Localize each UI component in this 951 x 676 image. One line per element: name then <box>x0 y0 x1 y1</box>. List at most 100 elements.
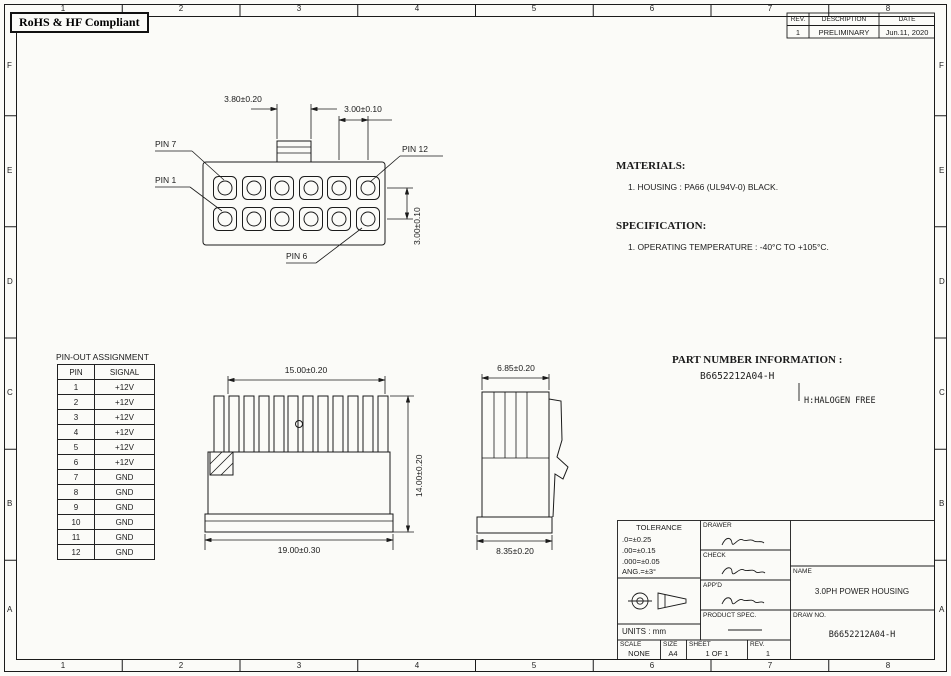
grid-col-label: 2 <box>178 661 184 670</box>
grid-row-label: A <box>939 605 945 614</box>
grid-row-label: B <box>7 499 13 508</box>
table-row: 5+12V <box>57 439 155 455</box>
pin7-label: PIN 7 <box>155 139 177 149</box>
grid-row-label: D <box>7 277 13 286</box>
grid-col-label: 4 <box>414 4 420 13</box>
pinout-cell: +12V <box>94 394 155 410</box>
side-view-drawing <box>476 391 569 534</box>
grid-col-label: 8 <box>885 661 891 670</box>
pin12-label: PIN 12 <box>402 144 428 154</box>
halogen-free-note: H:HALOGEN FREE <box>804 396 876 406</box>
grid-col-label: 8 <box>885 4 891 13</box>
dim-side-bottom: 8.35±0.20 <box>496 546 534 556</box>
sheet-label: SHEET <box>689 641 711 648</box>
grid-col-label: 1 <box>60 4 66 13</box>
table-row: 1+12V <box>57 379 155 395</box>
pinout-cell: 11 <box>57 529 95 545</box>
table-row: 4+12V <box>57 424 155 440</box>
revision-table-grid <box>786 12 935 39</box>
sheet-value: 1 OF 1 <box>705 649 729 658</box>
grid-col-label: 5 <box>531 4 537 13</box>
pinout-cell: 5 <box>57 439 95 455</box>
rev-label: REV. <box>750 641 765 648</box>
check-signature <box>721 567 766 575</box>
appd-signature <box>721 597 765 605</box>
dim-plan-top: 15.00±0.20 <box>284 365 328 375</box>
tolerance-title: TOLERANCE <box>636 523 682 532</box>
rev-table-cell-date: Jun.11, 2020 <box>885 28 929 37</box>
rev-table-header-desc: DESCRIPTION <box>821 16 867 23</box>
pinout-cell: +12V <box>94 439 155 455</box>
size-label: SIZE <box>663 641 678 648</box>
pinout-cell: 1 <box>57 379 95 395</box>
appd-label: APP'D <box>703 582 722 589</box>
draw-no-label: DRAW NO. <box>793 612 826 619</box>
pinout-cell: GND <box>94 514 155 530</box>
pinout-header-pin: PIN <box>57 364 95 380</box>
size-value: A4 <box>668 649 678 658</box>
dim-tab-width: 3.80±0.20 <box>224 94 262 104</box>
pinout-cell: 7 <box>57 469 95 485</box>
rev-table-cell-rev: 1 <box>795 28 801 37</box>
pinout-table-title: PIN-OUT ASSIGNMENT <box>56 352 149 362</box>
dim-pin-pitch-horizontal: 3.00±0.10 <box>344 104 382 114</box>
side-view-dimensions <box>476 374 553 550</box>
pinout-header-signal: SIGNAL <box>94 364 155 380</box>
rev-table-header-rev: REV. <box>790 16 806 23</box>
grid-row-label: F <box>7 61 12 70</box>
part-number-value: B6652212A04-H <box>700 371 775 382</box>
grid-row-label: B <box>939 499 945 508</box>
grid-col-label: 3 <box>296 4 302 13</box>
table-row: 2+12V <box>57 394 155 410</box>
drawer-signature <box>721 537 765 546</box>
materials-title: MATERIALS: <box>616 160 686 172</box>
units-label: UNITS : mm <box>622 627 666 636</box>
dim-pin-pitch-vertical: 3.00±0.10 <box>412 207 422 245</box>
part-number-title: PART NUMBER INFORMATION : <box>672 354 843 366</box>
grid-row-label: D <box>939 277 945 286</box>
projection-symbol-icon <box>628 592 687 610</box>
check-label: CHECK <box>703 552 726 559</box>
pinout-cell: GND <box>94 484 155 500</box>
pinout-table: PIN SIGNAL 1+12V 2+12V 3+12V 4+12V 5+12V… <box>57 364 155 560</box>
plan-view-drawing <box>204 395 394 533</box>
tolerance-line-4: ANG.=±3° <box>622 567 657 576</box>
rev-table-header-date: DATE <box>898 16 916 23</box>
scale-label: SCALE <box>620 641 642 648</box>
border-frame <box>4 4 947 672</box>
pinout-cell: 9 <box>57 499 95 515</box>
tolerance-line-1: .0=±0.25 <box>622 535 652 544</box>
plan-view-dimensions <box>204 376 414 550</box>
dim-plan-side: 14.00±0.20 <box>414 454 424 497</box>
pinout-cell: 10 <box>57 514 95 530</box>
grid-row-label: F <box>939 61 944 70</box>
tolerance-line-2: .00=±0.15 <box>622 546 656 555</box>
tolerance-line-3: .000=±0.05 <box>622 557 660 566</box>
grid-row-label: C <box>7 388 13 397</box>
grid-col-label: 5 <box>531 661 537 670</box>
front-view-drawing <box>202 140 386 246</box>
grid-row-label: E <box>939 166 945 175</box>
grid-col-label: 6 <box>649 4 655 13</box>
grid-row-label: A <box>7 605 13 614</box>
pinout-cell: 3 <box>57 409 95 425</box>
pinout-cell: 4 <box>57 424 95 440</box>
scale-value: NONE <box>628 649 650 658</box>
specification-title: SPECIFICATION: <box>616 220 707 232</box>
dim-plan-bottom: 19.00±0.30 <box>277 545 321 555</box>
compliance-stamp: RoHS & HF Compliant <box>10 12 149 33</box>
pinout-cell: +12V <box>94 454 155 470</box>
pin6-label: PIN 6 <box>286 251 308 261</box>
grid-row-label: E <box>7 166 13 175</box>
rev-value: 1 <box>765 649 771 658</box>
grid-row-label: C <box>939 388 945 397</box>
drawer-label: DRAWER <box>703 522 732 529</box>
part-name-value: 3.0PH POWER HOUSING <box>814 587 910 596</box>
